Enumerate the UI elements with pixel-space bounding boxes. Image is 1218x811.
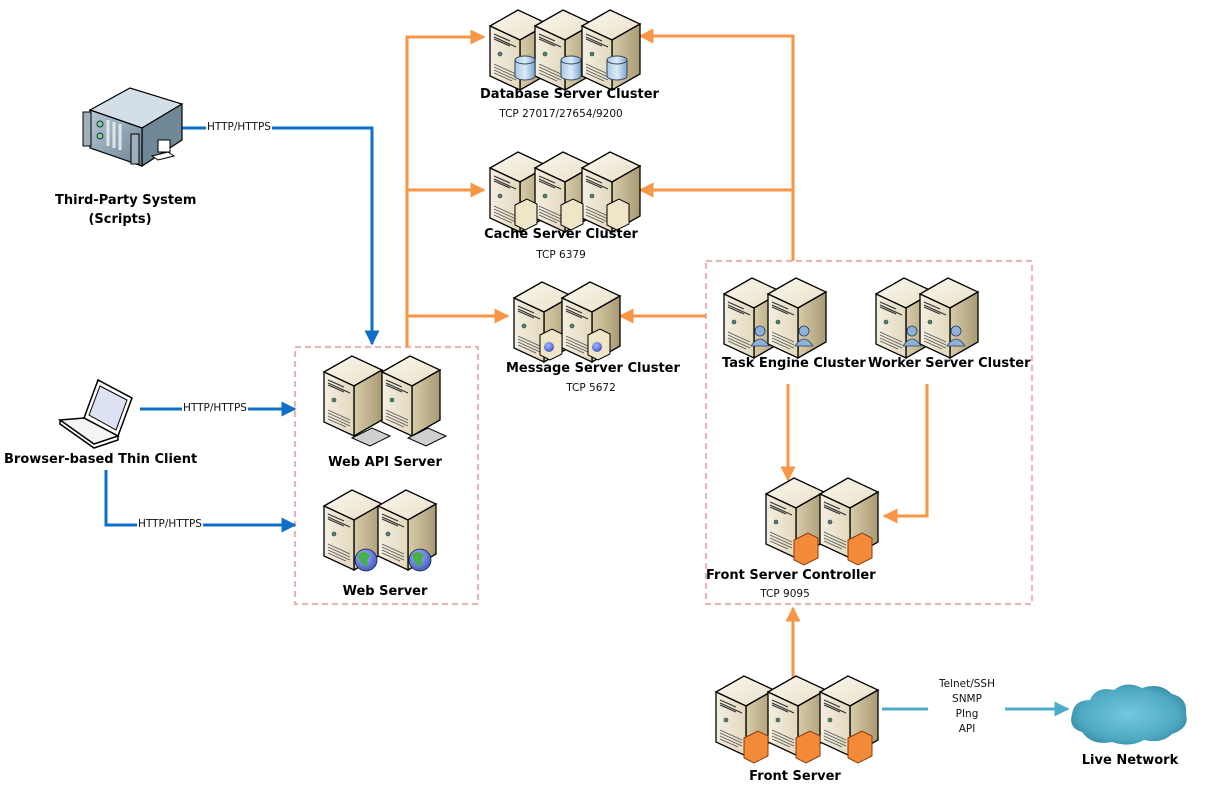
- orange-links: [405, 28, 929, 680]
- engine-tier-group: [704, 259, 1034, 606]
- edge-label-thirdparty-api: HTTP/HTTPS: [206, 121, 272, 133]
- edge-label-client-api: HTTP/HTTPS: [182, 402, 248, 414]
- web-api-server-icon: [323, 355, 448, 447]
- link-client-to-web: [104, 470, 297, 533]
- link-thirdparty-to-api: [182, 126, 380, 346]
- protocol-api: API: [958, 723, 976, 735]
- message-server-cluster-icon: [513, 281, 621, 363]
- thin-client-title: Browser-based Thin Client: [4, 452, 198, 467]
- third-party-title: Third-Party System: [55, 193, 197, 208]
- edge-label-client-web: HTTP/HTTPS: [137, 518, 203, 530]
- cloud-icon: [1071, 684, 1187, 745]
- edge-label-protocols: Telnet/SSH SNMP PIng API: [933, 677, 1001, 737]
- worker-server-cluster-icon: [875, 277, 979, 359]
- link-engine-to-database: [638, 28, 795, 261]
- front-server-title: Front Server: [749, 769, 841, 784]
- laptop-icon: [57, 378, 133, 449]
- database-cluster-ports: TCP 27017/27654/9200: [499, 108, 623, 120]
- protocol-snmp: SNMP: [952, 693, 982, 705]
- protocol-ping: PIng: [955, 708, 979, 720]
- task-engine-cluster-icon: [723, 277, 827, 359]
- link-api-to-database: [405, 29, 486, 347]
- third-party-subtitle: (Scripts): [88, 212, 152, 227]
- worker-title: Worker Server Cluster: [868, 356, 1031, 371]
- front-server-icon: [715, 675, 879, 764]
- message-cluster-title: Message Server Cluster: [506, 361, 680, 376]
- database-cluster-title: Database Server Cluster: [480, 87, 659, 102]
- message-cluster-ports: TCP 5672: [566, 382, 616, 394]
- front-controller-ports: TCP 9095: [760, 588, 810, 600]
- link-worker-to-controller: [882, 384, 929, 524]
- front-controller-title: Front Server Controller: [706, 568, 876, 583]
- web-api-title: Web API Server: [328, 455, 442, 470]
- cache-cluster-title: Cache Server Cluster: [484, 227, 638, 242]
- live-network-title: Live Network: [1081, 753, 1179, 768]
- third-party-rack-icon: [82, 87, 184, 168]
- database-server-cluster-icon: [489, 9, 641, 91]
- front-server-controller-icon: [765, 477, 879, 566]
- protocol-telnet-ssh: Telnet/SSH: [938, 678, 995, 690]
- web-tier-group: [293, 345, 480, 606]
- task-engine-title: Task Engine Cluster: [722, 356, 866, 371]
- cache-cluster-ports: TCP 6379: [536, 249, 586, 261]
- web-server-icon: [323, 489, 437, 572]
- cache-server-cluster-icon: [489, 151, 641, 233]
- web-server-title: Web Server: [342, 584, 428, 599]
